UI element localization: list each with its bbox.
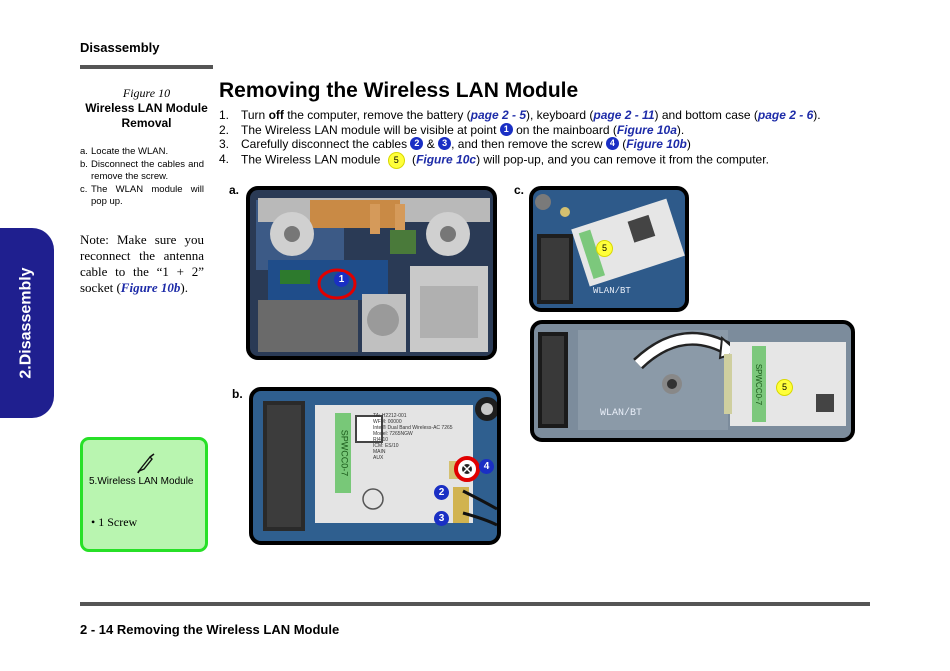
card-line: RI4-10 bbox=[373, 437, 389, 443]
callout-4-marker: 4 bbox=[479, 459, 494, 474]
card-line: WFM: 00000 bbox=[373, 419, 402, 425]
callout-5-marker-bottom: 5 bbox=[776, 379, 793, 396]
callout-2-marker: 2 bbox=[434, 485, 449, 500]
callout-3-badge: 3 bbox=[438, 137, 452, 151]
sub-step-letter: a. bbox=[80, 146, 88, 157]
battery-page-link[interactable]: page 2 - 5 bbox=[470, 108, 527, 122]
chapter-tab[interactable]: 2.Disassembly bbox=[0, 228, 54, 418]
note-text: Note: Make sure you reconnect the antenn… bbox=[80, 232, 204, 295]
screw-list-title: 5.Wireless LAN Module bbox=[89, 476, 194, 487]
step-number: 1. bbox=[219, 108, 230, 122]
footer-rule bbox=[80, 602, 870, 606]
card-line: TA: H2212-001 bbox=[373, 413, 407, 419]
keyboard-page-link[interactable]: page 2 - 11 bbox=[593, 108, 655, 122]
step-number: 3. bbox=[219, 137, 230, 151]
card-line: Model: 7265NGW bbox=[373, 431, 413, 437]
card-part-label: SPWCC0-7 bbox=[339, 429, 350, 477]
sub-step-text: The WLAN module will pop up. bbox=[91, 183, 204, 208]
sub-step-text: Disconnect the cables and remove the scr… bbox=[91, 158, 204, 183]
antenna-note: Note: Make sure you reconnect the antenn… bbox=[80, 232, 204, 296]
panel-a-label: a. bbox=[229, 183, 240, 197]
callout-5-badge: 5 bbox=[387, 151, 405, 169]
screw-list-box: 5.Wireless LAN Module • 1 Screw bbox=[80, 437, 208, 552]
callout-3-marker: 3 bbox=[434, 511, 449, 526]
card-label-area: SPWCC0-7 bbox=[336, 413, 352, 493]
figure-10c-top-photo: WLAN/BT 5 bbox=[529, 186, 689, 312]
card-line: AUX bbox=[373, 455, 384, 461]
header-rule bbox=[80, 65, 213, 69]
figure-10b-link[interactable]: Figure 10b bbox=[626, 137, 687, 151]
step-2: 2. The Wireless LAN module will be visib… bbox=[219, 123, 869, 138]
step-1: 1. Turn off the computer, remove the bat… bbox=[219, 108, 869, 123]
callout-4-badge: 4 bbox=[605, 137, 619, 151]
screw-list-item: • 1 Screw bbox=[91, 515, 138, 529]
card-label-area: SPWCC0-7 bbox=[752, 346, 766, 422]
card-line: ICM: ES/10 bbox=[373, 443, 399, 449]
sub-step-text: Locate the WLAN. bbox=[91, 146, 169, 157]
procedure-steps: 1. Turn off the computer, remove the bat… bbox=[219, 108, 869, 169]
step-number: 4. bbox=[219, 151, 230, 166]
sub-step-letter: c. bbox=[80, 183, 88, 195]
step-4: 4. The Wireless LAN module 5 (Figure 10c… bbox=[219, 151, 869, 169]
note-figure-link[interactable]: Figure 10b bbox=[120, 280, 181, 295]
callout-1-badge: 1 bbox=[499, 122, 513, 136]
figure-sub-steps: a. Locate the WLAN. b. Disconnect the ca… bbox=[80, 146, 204, 209]
step-3: 3. Carefully disconnect the cables 2 & 3… bbox=[219, 137, 869, 152]
card-print: TA: H2212-001 WFM: 00000 Intel® Dual Ban… bbox=[373, 413, 473, 493]
sub-step-letter: b. bbox=[80, 158, 88, 170]
step-text: The Wireless LAN module 5 (Figure 10c) w… bbox=[241, 151, 769, 169]
figure-10a-link[interactable]: Figure 10a bbox=[616, 122, 677, 137]
page-footer: 2 - 14 Removing the Wireless LAN Module bbox=[80, 622, 340, 637]
page-title: Removing the Wireless LAN Module bbox=[219, 79, 579, 102]
step-number: 2. bbox=[219, 122, 230, 137]
step-text: The Wireless LAN module will be visible … bbox=[241, 122, 685, 137]
sub-step: c. The WLAN module will pop up. bbox=[80, 184, 204, 209]
board-silkscreen: WLAN/BT bbox=[600, 408, 643, 419]
figure-10c-bottom-photo: SPWCC0-7 WLAN/BT 5 bbox=[530, 320, 855, 442]
section-header: Disassembly bbox=[80, 40, 160, 55]
panel-b-label: b. bbox=[232, 387, 243, 401]
figure-10b-photo: SPWCC0-7 TA: H2212-001 WFM: 00000 Intel®… bbox=[249, 387, 501, 545]
card-part-label: SPWCC0-7 bbox=[754, 363, 764, 405]
figure-title: Wireless LAN Module Removal bbox=[85, 101, 208, 130]
figure-10a-photo: 1 bbox=[246, 186, 497, 360]
figure-number: Figure 10 bbox=[122, 86, 171, 100]
chapter-tab-label: 2.Disassembly bbox=[18, 267, 35, 379]
callout-2-badge: 2 bbox=[410, 137, 424, 151]
board-silkscreen: WLAN/BT bbox=[593, 286, 631, 296]
callout-1-marker: 1 bbox=[334, 272, 349, 287]
figure-caption: Figure 10 Wireless LAN Module Removal bbox=[80, 86, 213, 131]
card-line: MAIN bbox=[373, 449, 386, 455]
step-text: Turn off the computer, remove the batter… bbox=[241, 108, 821, 122]
sub-step: b. Disconnect the cables and remove the … bbox=[80, 159, 204, 184]
bottom-case-page-link[interactable]: page 2 - 6 bbox=[757, 108, 814, 122]
screwdriver-icon bbox=[136, 453, 155, 474]
figure-10c-link[interactable]: Figure 10c bbox=[416, 152, 477, 167]
callout-5-marker-top: 5 bbox=[596, 240, 613, 257]
sub-step: a. Locate the WLAN. bbox=[80, 146, 204, 159]
card-line: Intel® Dual Band Wireless-AC 7265 bbox=[373, 425, 453, 431]
step-text: Carefully disconnect the cables 2 & 3, a… bbox=[241, 137, 691, 151]
panel-c-label: c. bbox=[514, 183, 525, 197]
note-end: ). bbox=[180, 280, 188, 295]
